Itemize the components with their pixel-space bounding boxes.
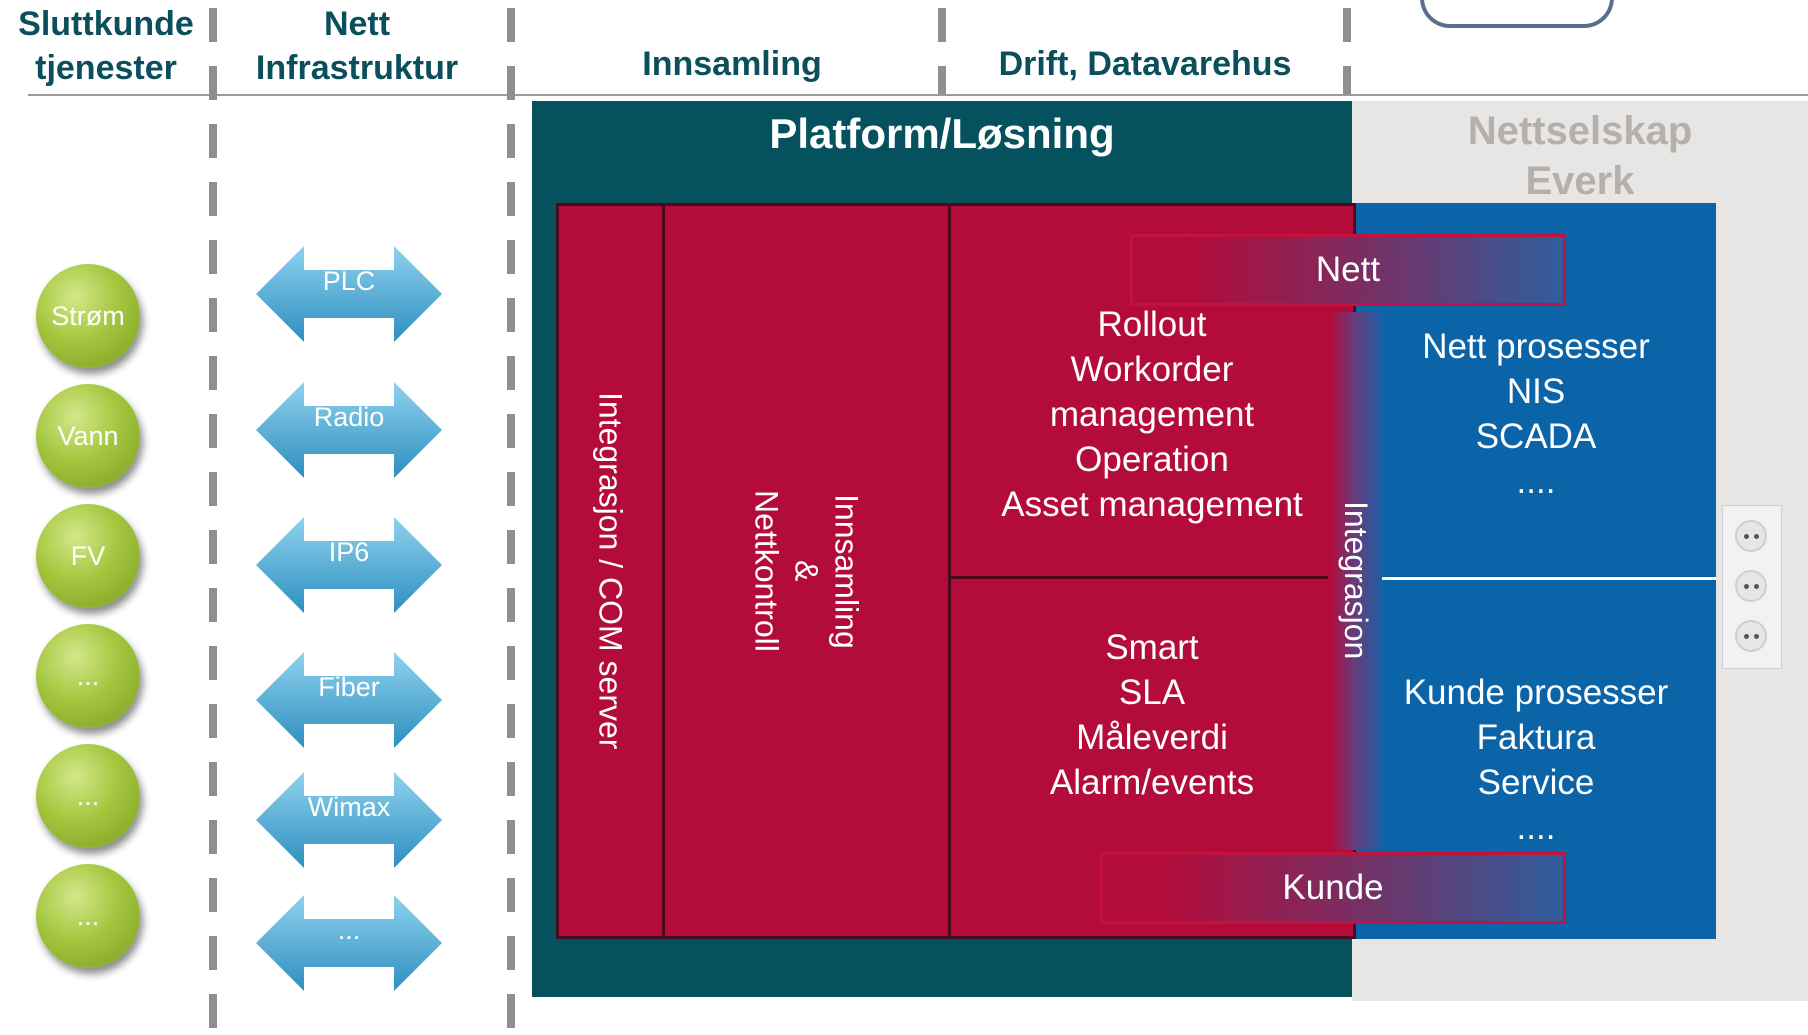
platform-divider	[662, 203, 665, 939]
network-arrow: PLC	[256, 246, 442, 342]
socket	[1735, 620, 1767, 652]
key-icon	[1420, 0, 1614, 28]
service-label: Vann	[57, 420, 119, 451]
nett-prosesser-list: Nett prosesser NIS SCADA ....	[1386, 324, 1686, 504]
kunde-prosesser-list: Kunde prosesser Faktura Service ....	[1386, 670, 1686, 850]
smart-item: Måleverdi	[1076, 718, 1228, 757]
network-arrow: Wimax	[256, 772, 442, 868]
smart-item: Alarm/events	[1049, 763, 1255, 802]
kunde-prosesser-item: Service	[1477, 763, 1595, 802]
platform-divider	[948, 203, 951, 939]
header-innsamling: Innsamling	[642, 45, 822, 83]
kunde-prosesser-item: ....	[1516, 808, 1556, 847]
network-label: Fiber	[318, 672, 380, 702]
company-title: Nettselskap Everk	[1400, 106, 1760, 206]
header-drift: Drift, Datavarehus	[998, 45, 1292, 83]
nett-bar: Nett	[1130, 234, 1566, 306]
header-sluttkunde: Sluttkunde tjenester	[0, 2, 212, 90]
network-label: Wimax	[307, 792, 391, 822]
nett-prosesser-item: Nett prosesser	[1422, 327, 1650, 366]
kunde-prosesser-item: Faktura	[1476, 718, 1596, 757]
service-label: ...	[76, 780, 100, 811]
service-circle: ...	[36, 744, 140, 848]
network-label: PLC	[322, 266, 376, 296]
network-arrow: IP6	[256, 517, 442, 613]
service-label: ...	[76, 660, 100, 691]
service-circle: ...	[36, 624, 140, 728]
operations-list: Rollout Workorder management Operation A…	[952, 302, 1352, 527]
service-label: FV	[70, 540, 106, 571]
smart-item: Smart	[1105, 628, 1199, 667]
platform-title: Platform/Løsning	[769, 110, 1115, 157]
operations-item: Operation	[1075, 440, 1229, 479]
column-separator	[1343, 8, 1351, 94]
service-circle: Vann	[36, 384, 140, 488]
company-title-line2: Everk	[1525, 159, 1635, 203]
operations-item: Rollout	[1097, 305, 1207, 344]
company-divider	[1380, 577, 1716, 580]
service-label: ...	[76, 900, 100, 931]
network-arrow: Fiber	[256, 652, 442, 748]
column-separator	[938, 8, 946, 94]
integration-com-server: Integrasjon / COM server	[559, 206, 662, 936]
integrasjon-label: Integrasjon	[1338, 500, 1374, 660]
socket	[1735, 570, 1767, 602]
nett-prosesser-item: ....	[1516, 462, 1556, 501]
socket	[1735, 520, 1767, 552]
service-circle: FV	[36, 504, 140, 608]
innsamling-line: &	[788, 560, 825, 582]
network-label: IP6	[328, 537, 370, 567]
network-arrow: Radio	[256, 382, 442, 478]
header-nett-line1: Nett	[323, 5, 391, 43]
nett-prosesser-item: SCADA	[1475, 417, 1597, 456]
smart-list: Smart SLA Måleverdi Alarm/events	[952, 625, 1352, 805]
integrasjon-label-box: Integrasjon	[1330, 380, 1382, 780]
innsamling-nettkontroll: Innsamling & Nettkontroll	[665, 206, 948, 936]
header-nett-line2: Infrastruktur	[255, 49, 459, 87]
integration-com-server-label: Integrasjon / COM server	[592, 392, 629, 750]
kunde-prosesser-item: Kunde prosesser	[1403, 673, 1669, 712]
platform-divider	[948, 576, 1328, 579]
innsamling-nettkontroll-label: Innsamling & Nettkontroll	[747, 490, 867, 652]
company-title-line1: Nettselskap	[1467, 109, 1693, 153]
innsamling-line: Innsamling	[828, 493, 865, 649]
service-circle: Strøm	[36, 264, 140, 368]
network-label: Radio	[313, 402, 385, 432]
header-sluttkunde-line2: tjenester	[35, 49, 177, 87]
kunde-bar: Kunde	[1100, 852, 1566, 924]
column-separator	[507, 8, 515, 1035]
innsamling-line: Nettkontroll	[748, 490, 785, 652]
header-sluttkunde-line1: Sluttkunde	[18, 5, 194, 43]
column-separator	[209, 8, 217, 1035]
header-nett: Nett Infrastruktur	[222, 2, 492, 90]
platform-solution-box	[556, 203, 1356, 939]
integration-stripe	[1330, 312, 1382, 850]
service-label: Strøm	[51, 300, 125, 331]
network-arrow: ...	[256, 895, 442, 991]
operations-item: management	[1049, 395, 1255, 434]
nett-prosesser-item: NIS	[1506, 372, 1566, 411]
smart-item: SLA	[1118, 673, 1186, 712]
operations-item: Workorder	[1070, 350, 1234, 389]
header-divider	[28, 94, 1808, 96]
power-socket-icon	[1722, 505, 1782, 669]
operations-item: Asset management	[1001, 485, 1303, 524]
network-label: ...	[337, 915, 361, 945]
company-process-box	[1356, 203, 1716, 939]
service-circle: ...	[36, 864, 140, 968]
